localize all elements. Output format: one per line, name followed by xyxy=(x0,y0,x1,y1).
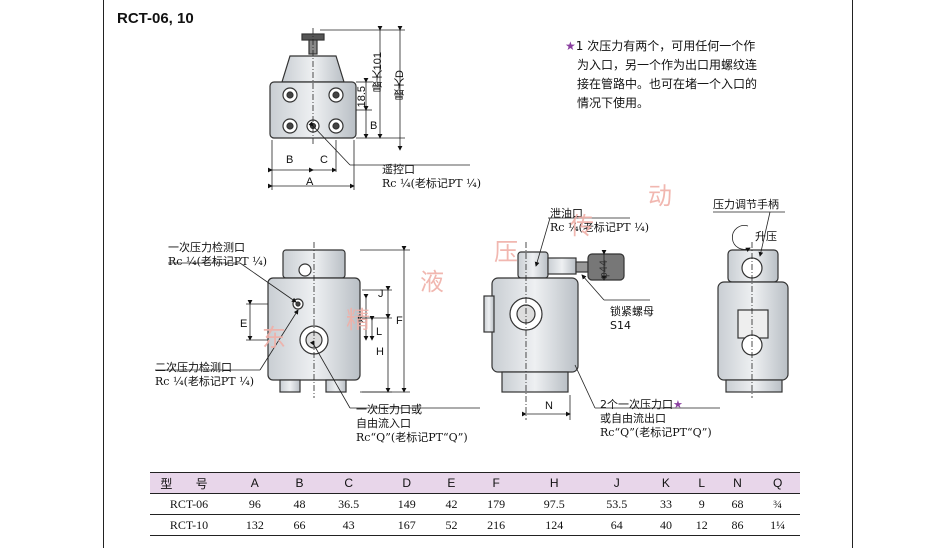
label-drain-thread: Rc ¼(老标记PT ¼) xyxy=(550,221,650,234)
dim-b: B xyxy=(286,154,294,166)
table-cell: 40 xyxy=(648,514,684,536)
label-remote-port-thread: Rc ¼(老标记PT ¼) xyxy=(382,177,482,190)
note-line-4: 情况下使用。 xyxy=(577,96,650,110)
table-header: L xyxy=(683,472,720,494)
table-cell: 86 xyxy=(719,514,756,536)
label-primary-gauge-port: 一次压力检测口 xyxy=(168,241,245,254)
model-title: RCT-06, 10 xyxy=(117,10,194,27)
watermark-char: 精 xyxy=(346,306,370,334)
valve-drawing xyxy=(155,26,789,420)
label-two-ports-3: Rc“Q”(老标记PT“Q”) xyxy=(600,426,712,439)
label-raise: 升压 xyxy=(755,230,777,243)
table-header: B xyxy=(281,472,318,494)
table-cell: 124 xyxy=(522,514,586,536)
watermark-char: 动 xyxy=(648,182,672,210)
table-cell: 64 xyxy=(585,514,649,536)
table-header: C xyxy=(317,472,380,494)
label-handle: 压力调节手柄 xyxy=(713,198,779,211)
label-primary-inlet-1: 一次压力口或 xyxy=(356,403,422,416)
table-cell: 52 xyxy=(433,514,470,536)
table-cell: 53.5 xyxy=(585,493,649,515)
label-primary-inlet-2: 自由流入口 xyxy=(356,417,411,430)
table-cell: 96 xyxy=(228,493,282,515)
watermark-char: 传 xyxy=(570,212,594,240)
label-two-ports-2: 或自由流出口 xyxy=(600,412,666,425)
dim-18-5: 18.5 xyxy=(356,86,368,108)
dim-phi44: φ44 xyxy=(598,260,610,280)
watermark-char: 压 xyxy=(494,238,518,266)
label-two-ports-star: ★ xyxy=(673,398,683,411)
label-remote-port: 遥控口 xyxy=(382,163,415,176)
table-cell: 43 xyxy=(317,514,380,536)
note-line-2: 为入口，另一个作为出口用螺纹连 xyxy=(577,58,758,72)
label-two-ports-1: 2个一次压力口★ xyxy=(600,398,683,411)
note-line-3: 接在管路中。也可在堵一个入口的 xyxy=(577,77,758,91)
table-row: RCT-10 132 66 43 167 52 216 124 64 40 12… xyxy=(150,514,800,536)
label-two-ports-1-text: 2个一次压力口 xyxy=(600,398,673,411)
table-cell: 179 xyxy=(469,493,523,515)
table-cell: 132 xyxy=(228,514,282,536)
table-header-row: 型 号 A B C D E F H J K L N Q xyxy=(150,472,800,494)
table-cell: RCT-10 xyxy=(150,514,228,536)
table-cell: 66 xyxy=(281,514,318,536)
label-lock-nut-size: S14 xyxy=(610,319,631,332)
dim-l: L xyxy=(376,326,383,338)
table-header: J xyxy=(585,472,649,494)
drawing-frame xyxy=(103,0,853,548)
side-view xyxy=(483,251,625,393)
table-row: RCT-06 96 48 36.5 149 42 179 97.5 53.5 3… xyxy=(150,493,800,515)
table-cell: 1¼ xyxy=(755,514,800,536)
dim-j: J xyxy=(378,288,384,300)
label-primary-inlet-3: Rc“Q”(老标记PT“Q”) xyxy=(356,431,468,444)
table-header: F xyxy=(469,472,523,494)
dim-c: C xyxy=(320,154,328,166)
table-cell: 42 xyxy=(433,493,470,515)
label-secondary-gauge-thread: Rc ¼(老标记PT ¼) xyxy=(155,375,255,388)
note-line-1: 1 次压力有两个，可用任何一个作 xyxy=(575,39,756,53)
table-cell: 216 xyxy=(469,514,523,536)
table-cell: 9 xyxy=(683,493,720,515)
label-drain-port: 泄油口 xyxy=(550,207,583,220)
table-header: D xyxy=(379,472,434,494)
table-cell: 97.5 xyxy=(522,493,586,515)
table-header: K xyxy=(648,472,684,494)
table-header: A xyxy=(228,472,282,494)
table-header: H xyxy=(522,472,586,494)
label-primary-gauge-thread: Rc ¼(老标记PT ¼) xyxy=(168,255,268,268)
watermark-char: 液 xyxy=(420,268,444,296)
table-cell: ¾ xyxy=(755,493,800,515)
note-text: ★1 次压力有两个，可用任何一个作 为入口，另一个作为出口用螺纹连 接在管路中。… xyxy=(565,37,795,113)
dim-max101: 最大101 xyxy=(372,52,384,93)
table-header: N xyxy=(719,472,756,494)
table-cell: 33 xyxy=(648,493,684,515)
label-lock-nut: 锁紧螺母 xyxy=(610,305,654,318)
dim-f: F xyxy=(396,315,403,327)
rear-view xyxy=(717,249,789,393)
label-secondary-gauge-port: 二次压力检测口 xyxy=(155,361,232,374)
table-header: Q xyxy=(755,472,800,494)
table-cell: 68 xyxy=(719,493,756,515)
watermark-char: 东 xyxy=(262,324,286,352)
spec-table: 型 号 A B C D E F H J K L N Q RCT-06 96 48… xyxy=(150,472,800,536)
dim-k: K xyxy=(357,314,365,326)
table-cell: 12 xyxy=(683,514,720,536)
table-header: E xyxy=(433,472,470,494)
note-star: ★ xyxy=(565,39,576,53)
dim-n: N xyxy=(545,400,553,412)
dim-max-d: 最大D xyxy=(394,70,406,100)
table-header: 型 号 xyxy=(150,472,228,494)
table-cell: 48 xyxy=(281,493,318,515)
dim-e: E xyxy=(240,318,248,330)
table-cell: 149 xyxy=(379,493,434,515)
dim-a: A xyxy=(306,176,314,188)
table-cell: RCT-06 xyxy=(150,493,228,515)
table-cell: 36.5 xyxy=(317,493,380,515)
dim-b-vertical: B xyxy=(370,120,378,132)
dim-h: H xyxy=(376,346,384,358)
table-cell: 167 xyxy=(379,514,434,536)
